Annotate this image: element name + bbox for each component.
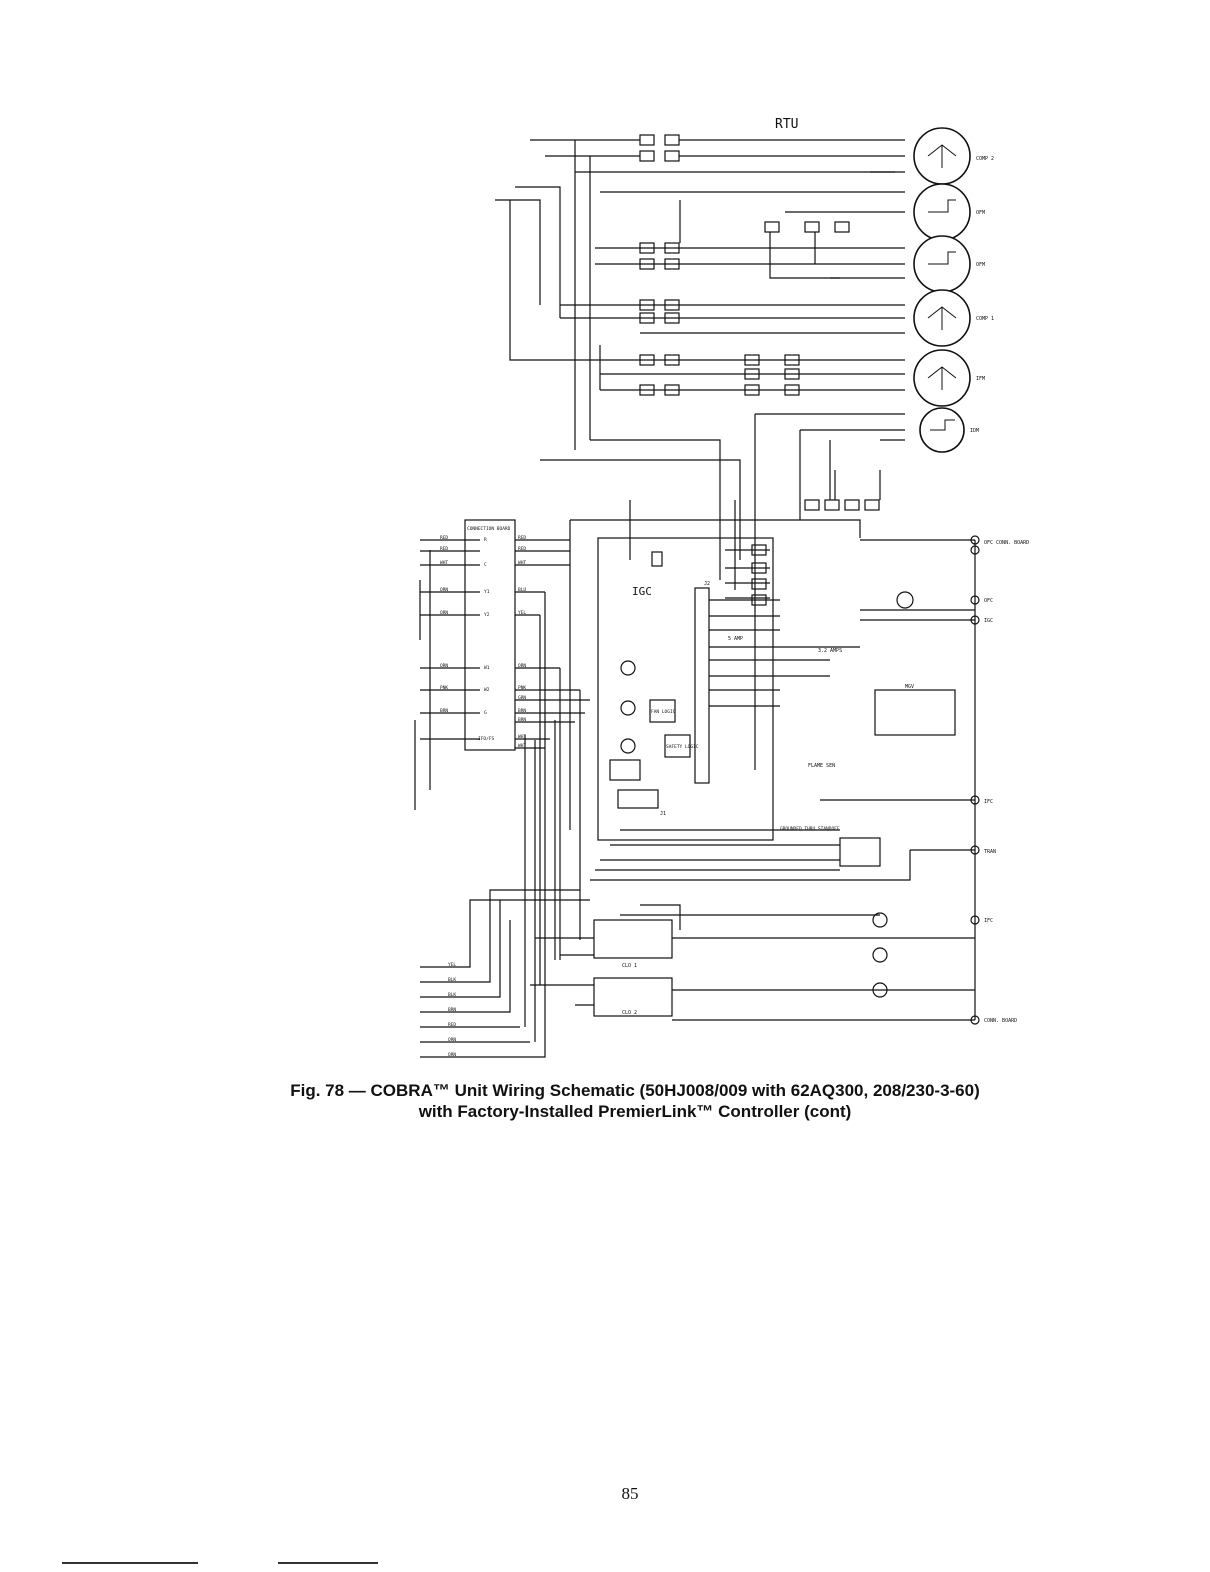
- wire-code: WHT: [518, 743, 526, 749]
- wire-code: PNK: [440, 685, 448, 691]
- terminal-label: C: [484, 562, 487, 568]
- wire-code: RED: [518, 546, 526, 552]
- ifm-label: IFM: [976, 376, 985, 382]
- fan-logic-label: FAN LOGIC: [651, 709, 676, 715]
- ifc2-label: IFC: [984, 918, 993, 924]
- wire-code: ORN: [448, 1052, 456, 1058]
- wire-code: GRN: [518, 695, 526, 701]
- diagram-title: RTU: [775, 117, 798, 132]
- wire-code: BLU: [518, 587, 526, 593]
- clo2-label: CLO 2: [622, 1010, 637, 1016]
- terminal-label: IFO/FS: [478, 736, 495, 742]
- wire-code: ORN: [440, 587, 448, 593]
- ofc-board-label: OFC CONN. BOARD: [984, 540, 1029, 546]
- wire-code: BRN: [518, 717, 526, 723]
- wire-code: BLK: [448, 992, 456, 998]
- tran-label: TRAN: [984, 849, 996, 855]
- amp-rating-label: 5 AMP: [728, 636, 743, 642]
- wire-code: YEL: [448, 962, 456, 968]
- wire-code: PNK: [518, 685, 526, 691]
- comp2-label: COMP 2: [976, 156, 994, 162]
- wire-code: WHT: [440, 560, 448, 566]
- flame-sen-label: FLAME SEN: [808, 763, 835, 769]
- idm-label: IDM: [970, 428, 979, 434]
- ofm1-label: OFM: [976, 210, 985, 216]
- ifc-label: IFC: [984, 799, 993, 805]
- grounded-label: GROUNDED THRU STANDOFF: [780, 826, 840, 832]
- footer-rule-right: [278, 1562, 378, 1564]
- terminal-label: Y2: [484, 612, 490, 618]
- wire-code: ORN: [440, 663, 448, 669]
- wire-code: BRN: [518, 708, 526, 714]
- j2-label: J2: [704, 581, 710, 587]
- clo1-label: CLO 1: [622, 963, 637, 969]
- igc-right-label: IGC: [984, 618, 993, 624]
- terminal-label: G: [484, 710, 487, 716]
- wire-code: BLK: [448, 977, 456, 983]
- wire-code: RED: [448, 1022, 456, 1028]
- terminal-label: Y1: [484, 589, 490, 595]
- wire-code: BRN: [440, 708, 448, 714]
- terminal-label: R: [484, 537, 487, 543]
- wiring-schematic: RTU IGC CONNECTION BOARD FAN LOGIC SAFET…: [414, 117, 1029, 1058]
- terminal-label: W2: [484, 687, 490, 693]
- figure-caption: Fig. 78 — COBRA™ Unit Wiring Schematic (…: [0, 1080, 1210, 1122]
- wire-code: WHT: [518, 734, 526, 740]
- comp1-label: COMP 1: [976, 316, 994, 322]
- wire-code: RED: [440, 546, 448, 552]
- terminal-label: W1: [484, 665, 490, 671]
- mgv-label: MGV: [905, 684, 914, 690]
- caption-line-1: Fig. 78 — COBRA™ Unit Wiring Schematic (…: [290, 1081, 980, 1100]
- safety-logic-label: SAFETY LOGIC: [666, 744, 699, 750]
- wire-code: ORN: [440, 610, 448, 616]
- wire-code: RED: [518, 535, 526, 541]
- footer-rule-left: [62, 1562, 198, 1564]
- igc-label: IGC: [632, 585, 652, 598]
- page-number: 85: [621, 1484, 639, 1503]
- wire-code: RED: [440, 535, 448, 541]
- wire-code: ORN: [448, 1037, 456, 1043]
- wire-code: BRN: [448, 1007, 456, 1013]
- amp-rating2-label: 3.2 AMPS: [818, 648, 842, 654]
- conn-board-label: CONN. BOARD: [984, 1018, 1017, 1024]
- wire-code: WHT: [518, 560, 526, 566]
- ofc-label: OFC: [984, 598, 993, 604]
- j1-label: J1: [660, 811, 666, 817]
- wire-code: YEL: [518, 610, 526, 616]
- connection-board-label: CONNECTION BOARD: [467, 526, 511, 532]
- ofm2-label: OFM: [976, 262, 985, 268]
- caption-line-2: with Factory-Installed PremierLink™ Cont…: [418, 1102, 852, 1121]
- wire-code: ORN: [518, 663, 526, 669]
